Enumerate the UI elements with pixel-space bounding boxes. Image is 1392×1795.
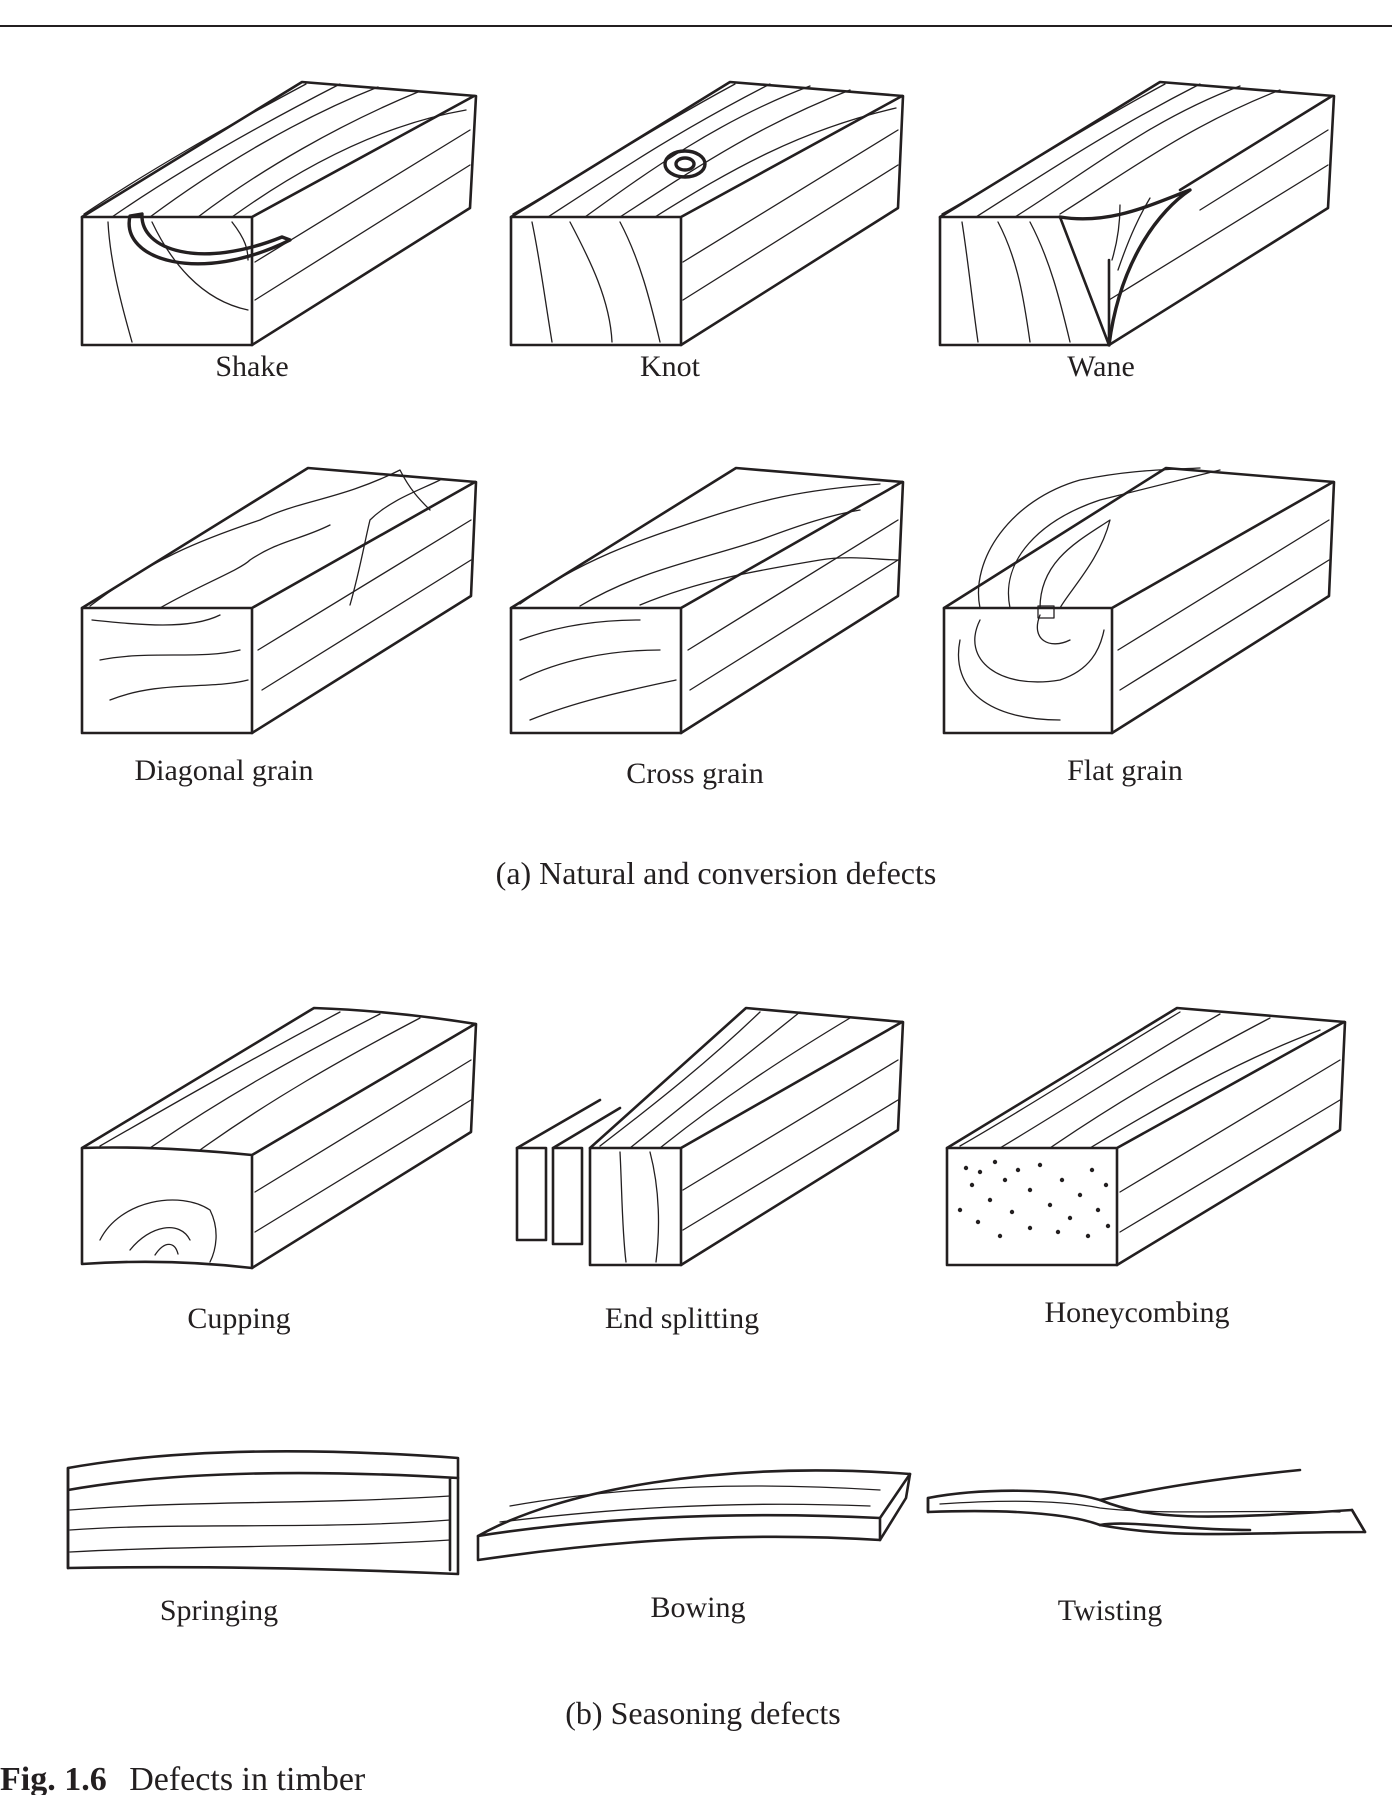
cross-grain-illustration [509, 466, 905, 735]
flat-grain-illustration [942, 466, 1336, 735]
end-splitting-label: End splitting [605, 1302, 759, 1335]
honeycombing-label: Honeycombing [1045, 1296, 1230, 1329]
bowing-label: Bowing [650, 1591, 745, 1624]
figure-title-text: Defects in timber [129, 1761, 366, 1795]
honeycomb-checks [957, 1159, 1111, 1239]
wane-label: Wane [1067, 350, 1135, 383]
figure-title: Fig. 1.6 Defects in timber [0, 1761, 366, 1795]
end-splitting-illustration [515, 1006, 905, 1267]
knot-label: Knot [640, 350, 701, 383]
shake-illustration [80, 80, 478, 347]
seasoning-defects-caption: (b) Seasoning defects [565, 1695, 840, 1731]
wane-illustration [938, 80, 1336, 347]
springing-illustration [66, 1450, 460, 1576]
twisting-label: Twisting [1058, 1594, 1163, 1627]
diagonal-grain-label: Diagonal grain [134, 754, 313, 787]
figure-number: Fig. 1.6 [0, 1761, 107, 1795]
honeycombing-illustration [945, 1006, 1347, 1267]
springing-label: Springing [160, 1594, 278, 1627]
twisting-illustration [926, 1468, 1367, 1536]
cupping-label: Cupping [187, 1302, 290, 1335]
diagonal-grain-illustration [80, 466, 478, 735]
shake-label: Shake [215, 350, 288, 383]
natural-defects-caption: (a) Natural and conversion defects [496, 855, 937, 891]
cupping-illustration [80, 1006, 478, 1270]
knot-illustration [509, 80, 905, 347]
bowing-illustration [476, 1469, 912, 1562]
cross-grain-label: Cross grain [626, 757, 764, 790]
flat-grain-label: Flat grain [1067, 754, 1183, 787]
